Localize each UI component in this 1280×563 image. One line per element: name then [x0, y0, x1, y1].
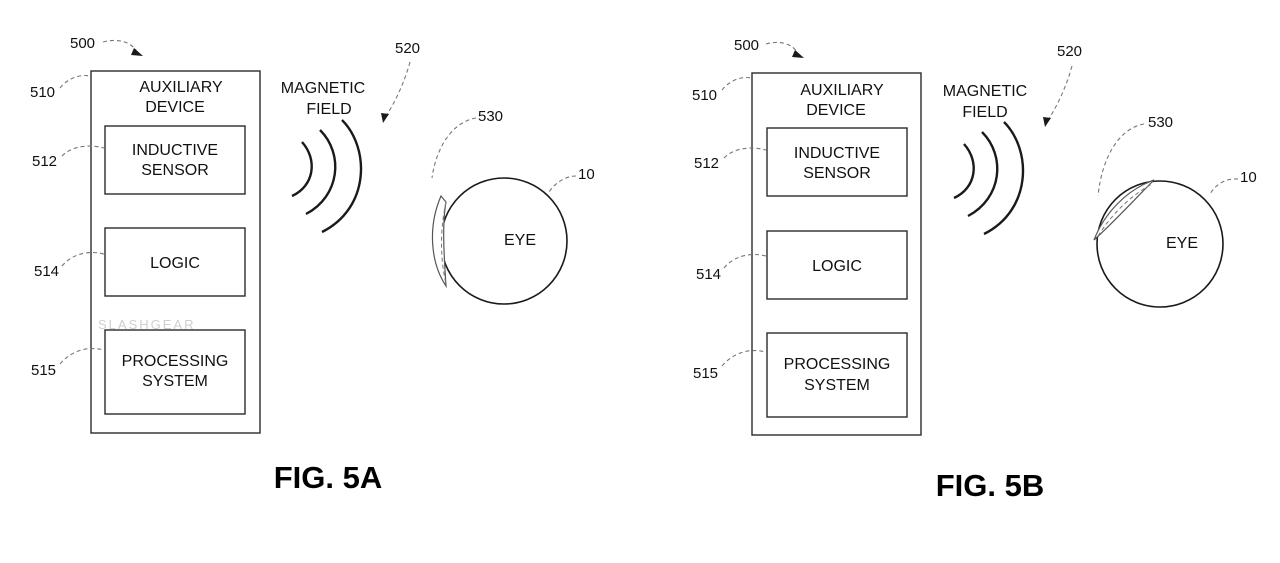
- ref-515: 515: [693, 365, 718, 382]
- logic-label: LOGIC: [812, 258, 862, 275]
- logic-box: [104, 227, 246, 297]
- leader-515: [721, 349, 767, 367]
- arrow-520: [1043, 117, 1051, 127]
- magnetic-field-arc-3: [983, 121, 1025, 236]
- processing-label-line1: PROCESSING: [122, 353, 229, 370]
- contact-lens: [1093, 179, 1155, 241]
- device-title-line1: AUXILIARY: [800, 82, 884, 99]
- arrow-520: [381, 113, 389, 123]
- leader-510: [59, 74, 91, 89]
- leader-512: [61, 145, 105, 157]
- eye-circle: [1096, 180, 1224, 308]
- eye-label: EYE: [1166, 235, 1198, 252]
- ref-510: 510: [30, 84, 55, 101]
- sensor-label-line2: SENSOR: [141, 162, 209, 179]
- magnetic-field-arc-3: [321, 119, 363, 234]
- ref-512: 512: [694, 155, 719, 172]
- device-title-line1: AUXILIARY: [139, 79, 223, 96]
- sensor-label-line1: INDUCTIVE: [132, 142, 218, 159]
- figure-5a: 500 510 AUXILIARY DEVICE INDUCTIVE SENSO…: [30, 35, 595, 495]
- magnetic-field-arc-1: [291, 141, 313, 198]
- arrow-500: [131, 48, 143, 56]
- leader-512: [723, 147, 767, 159]
- leader-520: [385, 61, 411, 117]
- figure-caption-5a: FIG. 5A: [274, 460, 383, 495]
- sensor-label-line2: SENSOR: [803, 165, 871, 182]
- leader-500: [102, 39, 137, 51]
- ref-514: 514: [696, 266, 721, 283]
- leader-514: [61, 251, 105, 267]
- leader-530: [1097, 123, 1145, 197]
- leader-10: [1209, 178, 1239, 195]
- magnetic-field-arc-2: [305, 129, 337, 216]
- processing-label-line1: PROCESSING: [784, 356, 891, 373]
- ref-520: 520: [1057, 43, 1082, 60]
- contact-lens-inner: [441, 201, 447, 285]
- leader-10: [548, 175, 577, 193]
- leader-530: [431, 117, 477, 179]
- field-label-line2: FIELD: [306, 101, 351, 118]
- device-title-line2: DEVICE: [145, 99, 205, 116]
- leader-515: [59, 347, 105, 365]
- ref-530: 530: [1148, 114, 1173, 131]
- leader-520: [1047, 65, 1073, 121]
- field-label-line1: MAGNETIC: [281, 80, 365, 97]
- leader-500: [765, 41, 798, 53]
- ref-500: 500: [734, 37, 759, 54]
- figure-5b: 500 510 AUXILIARY DEVICE INDUCTIVE SENSO…: [692, 37, 1257, 503]
- arrow-500: [792, 50, 804, 58]
- leader-514: [723, 253, 767, 269]
- processing-system-box: [104, 329, 246, 415]
- field-label-line1: MAGNETIC: [943, 83, 1027, 100]
- device-title-line2: DEVICE: [806, 102, 866, 119]
- ref-520: 520: [395, 40, 420, 57]
- leader-510: [721, 76, 752, 91]
- logic-box: [766, 230, 908, 300]
- processing-label-line2: SYSTEM: [142, 373, 208, 390]
- inductive-sensor-box: [104, 125, 246, 195]
- contact-lens-inner: [1097, 183, 1153, 237]
- contact-lens: [431, 194, 447, 289]
- figure-caption-5b: FIG. 5B: [936, 468, 1045, 503]
- sensor-label-line1: INDUCTIVE: [794, 145, 880, 162]
- ref-515: 515: [31, 362, 56, 379]
- magnetic-field-arc-1: [953, 143, 975, 200]
- ref-10: 10: [1240, 169, 1257, 186]
- eye-label: EYE: [504, 232, 536, 249]
- ref-10: 10: [578, 166, 595, 183]
- ref-510: 510: [692, 87, 717, 104]
- field-label-line2: FIELD: [962, 104, 1007, 121]
- auxiliary-device-box: [90, 70, 261, 434]
- logic-label: LOGIC: [150, 255, 200, 272]
- ref-530: 530: [478, 108, 503, 125]
- inductive-sensor-box: [766, 127, 908, 197]
- processing-label-line2: SYSTEM: [804, 377, 870, 394]
- ref-500: 500: [70, 35, 95, 52]
- magnetic-field-arc-2: [967, 131, 999, 218]
- ref-514: 514: [34, 263, 59, 280]
- watermark: SLASHGEAR: [98, 317, 195, 332]
- ref-512: 512: [32, 153, 57, 170]
- processing-system-box: [766, 332, 908, 418]
